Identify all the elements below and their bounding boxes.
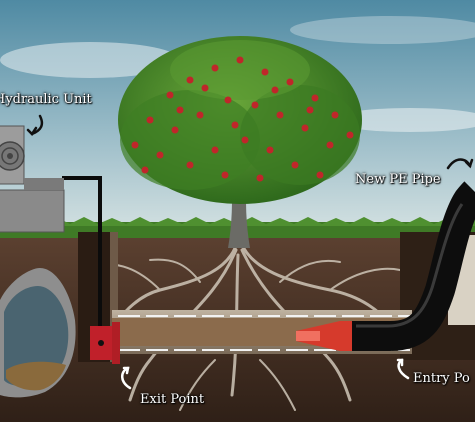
grass-texture — [0, 217, 475, 226]
cloud — [330, 108, 475, 132]
arrow-icon — [121, 366, 132, 390]
arrow-icon — [396, 358, 410, 380]
pipe-water — [6, 361, 66, 391]
hydraulic-cable — [62, 176, 102, 330]
cloud — [290, 16, 475, 44]
bursting-head — [296, 321, 352, 351]
puller-bar — [112, 322, 120, 364]
bursting-head-tip — [296, 331, 320, 341]
new-pe-pipe-shine — [356, 203, 464, 328]
hydraulic-unit-label: Hydraulic Unit — [0, 92, 92, 107]
entry-point-label: Entry Po — [413, 371, 470, 386]
new-pe-pipe — [352, 181, 475, 351]
arrow-icon — [26, 114, 44, 136]
puller-bolt — [98, 340, 104, 346]
cloud — [0, 42, 180, 78]
exit-point-label: Exit Point — [140, 392, 205, 407]
new-pe-pipe-label: New PE Pipe — [355, 172, 441, 187]
hydraulic-unit — [0, 125, 65, 233]
apples — [131, 56, 354, 182]
exit-pit-wall — [110, 232, 118, 362]
arrow-icon — [446, 158, 474, 170]
pipe-cross-section-inner — [4, 286, 69, 387]
